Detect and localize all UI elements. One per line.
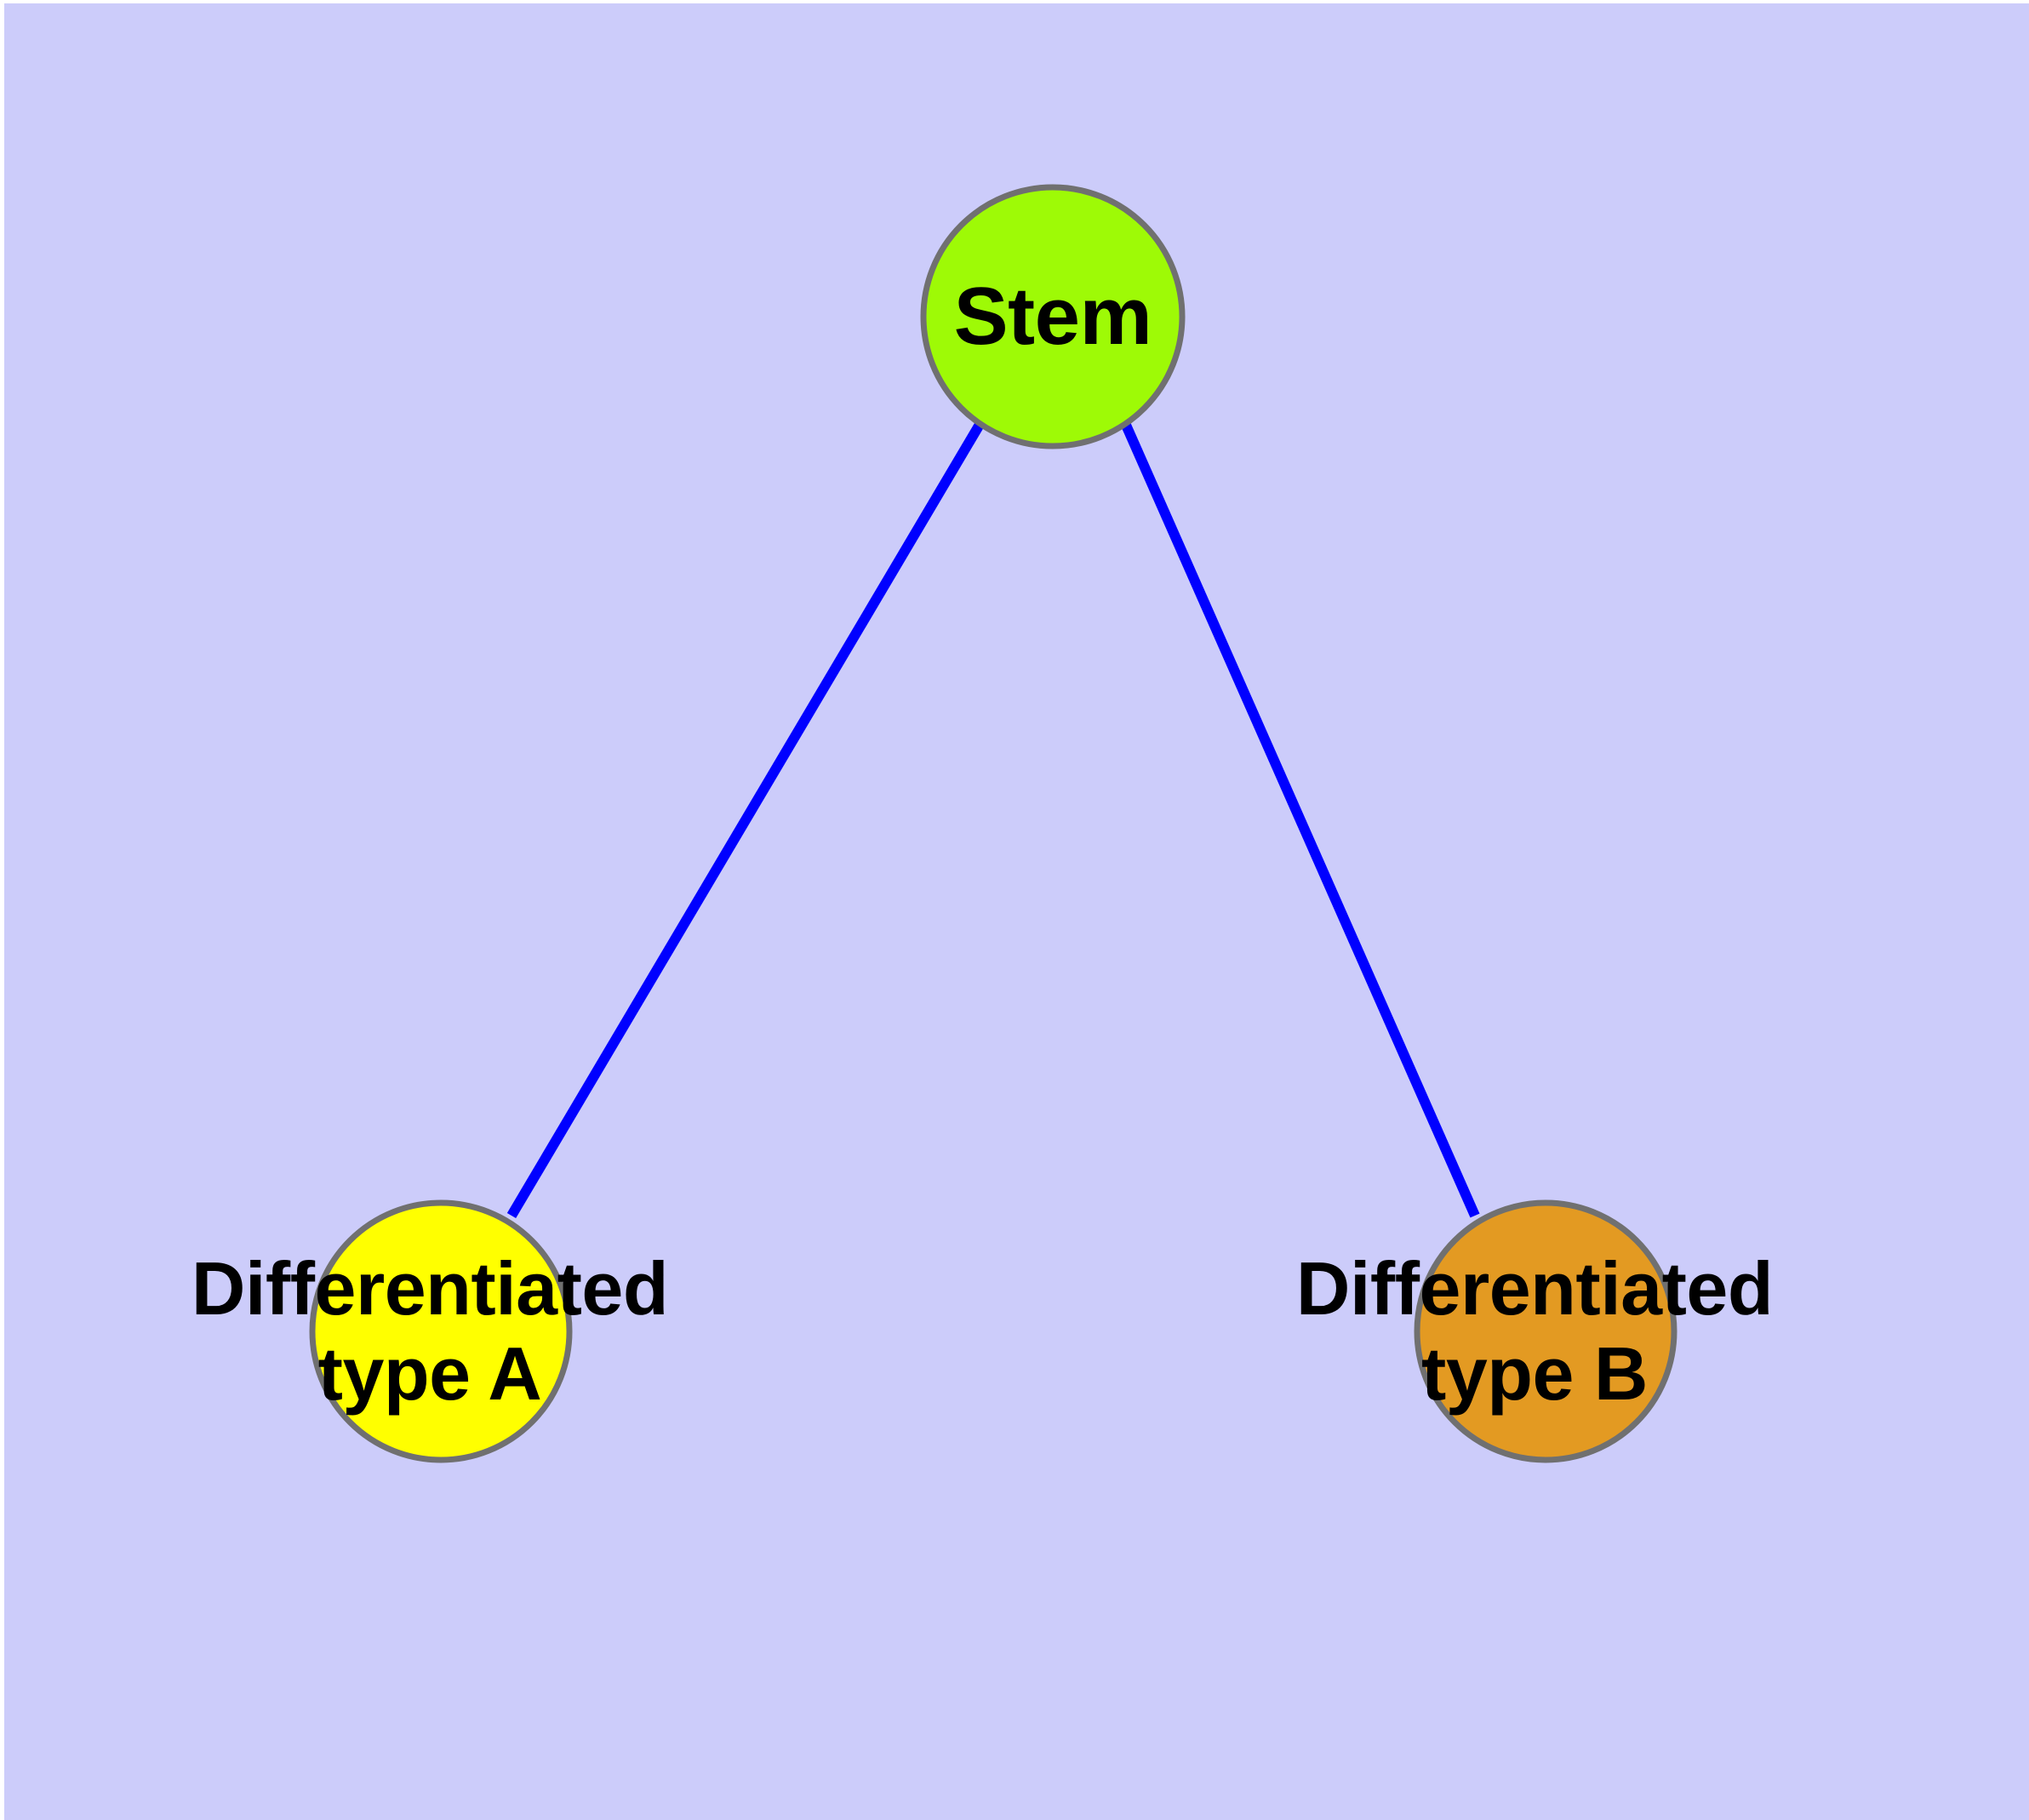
edge-stem-diff_b[interactable] <box>1120 421 1480 1218</box>
node-diff_a[interactable] <box>309 1199 573 1463</box>
edges-layer <box>506 420 1480 1219</box>
edge-stem-diff_a[interactable] <box>506 420 986 1219</box>
node-stem[interactable] <box>920 184 1186 449</box>
node-diff_b[interactable] <box>1414 1199 1677 1463</box>
nodes-layer <box>309 184 1677 1463</box>
